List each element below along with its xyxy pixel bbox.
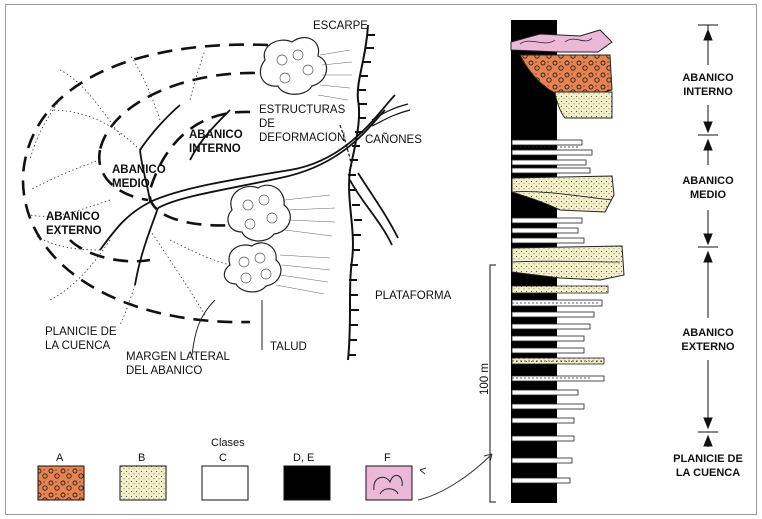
- zone-label-abanico-externo: ABANICO EXTERNO: [681, 327, 735, 353]
- label-abanico-medio: ABANICO MEDIO: [112, 164, 166, 190]
- thin-beds-2: [511, 217, 585, 244]
- zone-label-abanico-interno: ABANICO INTERNO: [682, 72, 734, 98]
- scale-bar: [489, 264, 496, 503]
- label-estructuras-deformacion: ESTRUCTURAS DE DEFORMACION: [259, 104, 346, 144]
- label-canones: CAÑONES: [365, 134, 422, 146]
- legend-pointer-arrow: [417, 453, 493, 501]
- bed-B-1: [554, 91, 613, 119]
- bed-B-3: [511, 245, 625, 281]
- label-abanico-externo: ABANICO EXTERNO: [46, 211, 102, 237]
- label-escarpe: ESCARPE: [313, 20, 368, 32]
- zone-arrows: [698, 24, 718, 447]
- label-plataforma: PLATAFORMA: [375, 290, 452, 302]
- thin-beds-1: [511, 139, 593, 174]
- label-scale-100m: 100 m: [479, 363, 491, 395]
- zone-label-planicie-cuenca: PLANICIE DE LA CUENCA: [673, 453, 743, 479]
- legend-swatch-A: [37, 465, 85, 501]
- legend-label-B: B: [138, 452, 146, 464]
- figure-frame: [5, 4, 757, 515]
- legend-label-C: C: [219, 452, 227, 464]
- bed-top-ticks: [512, 146, 602, 379]
- escarpment: [347, 24, 375, 361]
- legend-label-A: A: [56, 452, 64, 464]
- legend-swatch-B: [119, 465, 167, 501]
- slump-texture: [238, 49, 314, 284]
- label-planicie-cuenca: PLANICIE DE LA CUENCA: [45, 326, 117, 352]
- canyon-lines: [339, 103, 411, 169]
- legend-label-DE: D, E: [293, 452, 315, 464]
- bed-F: [510, 29, 613, 53]
- label-margen-lateral: MARGEN LATERAL DEL ABANICO: [126, 351, 230, 377]
- legend-label-F: F: [384, 452, 391, 464]
- label-abanico-interno: ABANICO INTERNO: [189, 129, 243, 155]
- stratigraphic-column: [489, 20, 625, 503]
- legend-title: Clases: [211, 437, 245, 449]
- legend-swatch-DE: [283, 465, 331, 501]
- legend-swatch-C: [201, 465, 249, 501]
- slump-blobs: [223, 37, 328, 293]
- tributaries: [29, 49, 231, 326]
- zone-label-abanico-medio: ABANICO MEDIO: [682, 175, 734, 201]
- label-talud: TALUD: [270, 341, 307, 353]
- margin-lines: [191, 299, 263, 356]
- legend-swatches: [37, 465, 413, 501]
- legend-swatch-F: [365, 465, 413, 501]
- slope-hachures: [275, 49, 353, 295]
